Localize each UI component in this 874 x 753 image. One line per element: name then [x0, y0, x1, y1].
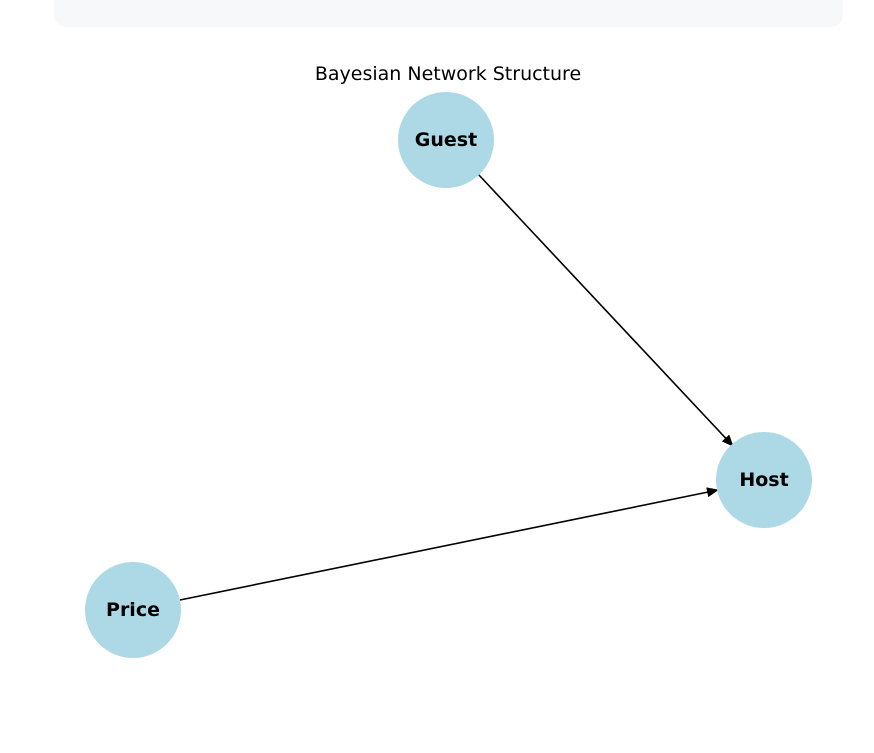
node-price: Price — [85, 562, 181, 658]
edge-guest-to-host — [477, 173, 734, 447]
node-price-label: Price — [106, 599, 160, 621]
top-panel — [54, 0, 843, 27]
node-host-label: Host — [739, 469, 788, 491]
node-price-circle — [85, 562, 181, 658]
node-host-circle — [716, 432, 812, 528]
node-guest: Guest — [398, 92, 494, 188]
node-guest-circle — [398, 92, 494, 188]
diagram-title: Bayesian Network Structure — [315, 63, 581, 85]
node-guest-label: Guest — [415, 129, 477, 151]
node-host: Host — [716, 432, 812, 528]
edge-price-to-host — [179, 487, 719, 601]
